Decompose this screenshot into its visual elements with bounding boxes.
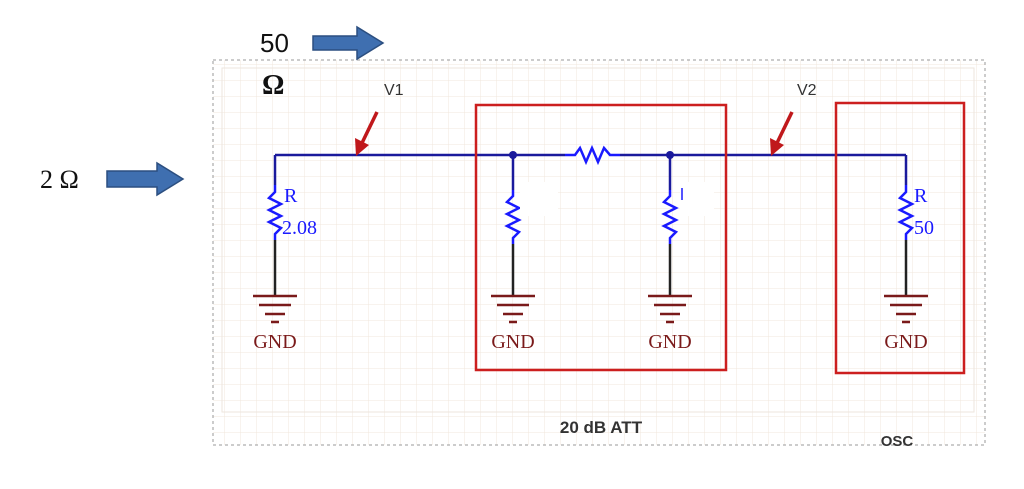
label-mask [520, 182, 558, 216]
resistor-left [266, 185, 284, 240]
resistor-left-value: 2.08 [282, 217, 317, 239]
label-omega: Ω [262, 70, 284, 101]
label-mask [680, 182, 714, 216]
label-2-ohm: 2 Ω [40, 165, 79, 194]
oscilloscope-label: OSC [881, 433, 914, 450]
ground-icon [253, 294, 297, 324]
ground-leads [273, 240, 908, 296]
right-arrow-icon [312, 25, 385, 61]
label-50: 50 [260, 28, 289, 58]
resistor-right [897, 185, 915, 240]
pointer-arrow-icon [770, 111, 794, 156]
node-label-v1: V1 [384, 82, 404, 99]
ground-icon [884, 294, 928, 324]
ground-icon [491, 294, 535, 324]
attenuator-box [474, 103, 728, 372]
gnd-label: GND [253, 331, 296, 353]
series-resistor [565, 144, 620, 166]
right-arrow-icon [106, 161, 185, 197]
resistor-left-designator: R [284, 185, 298, 207]
resistor-shunt-1 [504, 190, 522, 244]
oscilloscope-box [834, 101, 966, 375]
gnd-label: GND [648, 331, 691, 353]
attenuator-label: 20 dB ATT [560, 418, 643, 437]
resistor-right-value: 50 [914, 217, 934, 239]
gnd-label: GND [884, 331, 927, 353]
node-label-v2: V2 [797, 82, 817, 99]
ground-icon [648, 294, 692, 324]
junction-dot [666, 151, 674, 159]
resistor-shunt-2 [661, 190, 679, 244]
gnd-label: GND [491, 331, 534, 353]
resistor-right-designator: R [914, 185, 928, 207]
pointer-arrow-icon [355, 111, 379, 156]
schematic-frame [212, 59, 986, 446]
junction-dot [509, 151, 517, 159]
